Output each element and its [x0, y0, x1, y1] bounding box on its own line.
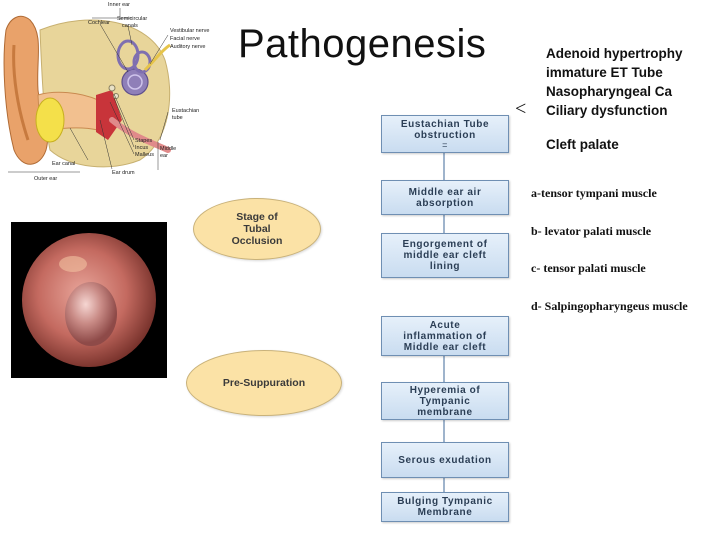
- label-ear-canal: Ear canal: [52, 161, 75, 167]
- stage-1-line-1: Stage of: [236, 211, 278, 223]
- label-cochlea: Cochlear: [88, 20, 110, 26]
- flow-7-line-2: Membrane: [417, 507, 473, 518]
- flow-5-line-3: membrane: [417, 406, 473, 418]
- label-facial-nerve: Facial nerve: [170, 36, 200, 42]
- stage-2-line-1: Pre-Suppuration: [222, 377, 306, 389]
- flow-7-line-1: Bulging Tympanic: [397, 496, 493, 507]
- flow-hyperemia: Hyperemia of Tympanic membrane: [381, 382, 509, 420]
- flow-1-line-1: Eustachian Tube: [400, 119, 490, 130]
- flow-2-line-2: absorption: [416, 197, 474, 209]
- label-ear-drum: Ear drum: [112, 170, 135, 176]
- muscle-list: a-tensor tympani muscle b- levator palat…: [531, 186, 688, 336]
- label-auditory-nerve: Auditory nerve: [170, 44, 205, 50]
- cause-item: Adenoid hypertrophy: [546, 46, 683, 61]
- label-outer-ear: Outer ear: [34, 176, 57, 182]
- label-malleus: Malleus: [135, 152, 154, 158]
- muscle-item: b- levator palati muscle: [531, 223, 652, 238]
- flow-4-line-3: Middle ear cleft: [403, 341, 487, 353]
- connector-3: [443, 355, 445, 382]
- label-eustachian: Eustachian: [172, 108, 199, 114]
- label-tube: tube: [172, 115, 183, 121]
- stage-tubal-occlusion: Stage of Tubal Occlusion: [193, 198, 321, 260]
- cause-item: Ciliary dysfunction: [546, 103, 668, 118]
- label-semicircular: Semicircular: [117, 16, 147, 22]
- stage-pre-suppuration: Pre-Suppuration: [186, 350, 342, 416]
- cause-item: immature ET Tube: [546, 65, 663, 80]
- muscle-item: c- tensor palati muscle: [531, 261, 646, 275]
- label-vestibular-nerve: Vestibular nerve: [170, 28, 209, 34]
- muscle-item: d- Salpingopharyngeus muscle: [531, 298, 688, 313]
- cause-item-cleft-palate: Cleft palate: [546, 137, 619, 152]
- slide-title: Pathogenesis: [238, 22, 487, 66]
- flow-eustachian-obstruction: Eustachian Tube obstruction =: [381, 115, 509, 153]
- label-stapes: Stapes: [135, 138, 152, 144]
- flow-1-line-2: obstruction: [414, 130, 476, 141]
- stage-1-line-3: Occlusion: [231, 235, 283, 247]
- label-middle: Middle: [160, 146, 176, 152]
- label-canals: canals: [122, 23, 138, 29]
- flow-3-line-2: middle ear cleft: [403, 250, 487, 261]
- muscle-item: a-tensor tympani muscle: [531, 186, 657, 200]
- flow-3-line-3: lining: [429, 261, 461, 272]
- flow-5-line-1: Hyperemia of: [409, 384, 481, 396]
- cause-item: Nasopharyngeal Ca: [546, 84, 673, 99]
- ear-anatomy-diagram: Inner ear Cochlear Semicircular canals V…: [0, 0, 212, 184]
- bulging-membrane-shape: [65, 282, 117, 346]
- flow-acute-inflammation: Acute inflammation of Middle ear cleft: [381, 316, 509, 356]
- flow-6-line-1: Serous exudation: [398, 454, 492, 466]
- flow-engorgement: Engorgement of middle ear cleft lining: [381, 233, 509, 278]
- less-than-symbol: <: [515, 98, 527, 120]
- otoscopic-photo: [11, 222, 167, 378]
- label-inner-ear: Inner ear: [108, 2, 130, 8]
- flow-2-line-1: Middle ear air: [408, 186, 482, 198]
- eustachian-tube-shape: [109, 117, 171, 153]
- connector-2: [443, 215, 445, 233]
- label-incus: Incus: [135, 145, 148, 151]
- connector-4: [443, 418, 445, 442]
- connector-5: [443, 477, 445, 492]
- middle-ear-shape: [96, 90, 122, 140]
- flow-5-line-2: Tympanic: [419, 395, 471, 407]
- flow-4-line-2: inflammation of: [403, 330, 487, 342]
- label-ear: ear: [160, 153, 168, 159]
- flow-air-absorption: Middle ear air absorption: [381, 180, 509, 215]
- causes-list: Adenoid hypertrophy immature ET Tube Nas…: [546, 44, 683, 154]
- flow-3-line-1: Engorgement of: [402, 239, 488, 250]
- stage-1-line-2: Tubal: [243, 223, 271, 235]
- connector-1: [443, 153, 445, 180]
- flow-4-line-1: Acute: [429, 319, 461, 331]
- flow-serous-exudation: Serous exudation: [381, 442, 509, 478]
- flow-bulging-membrane: Bulging Tympanic Membrane: [381, 492, 509, 522]
- flow-1-sub: =: [442, 140, 448, 150]
